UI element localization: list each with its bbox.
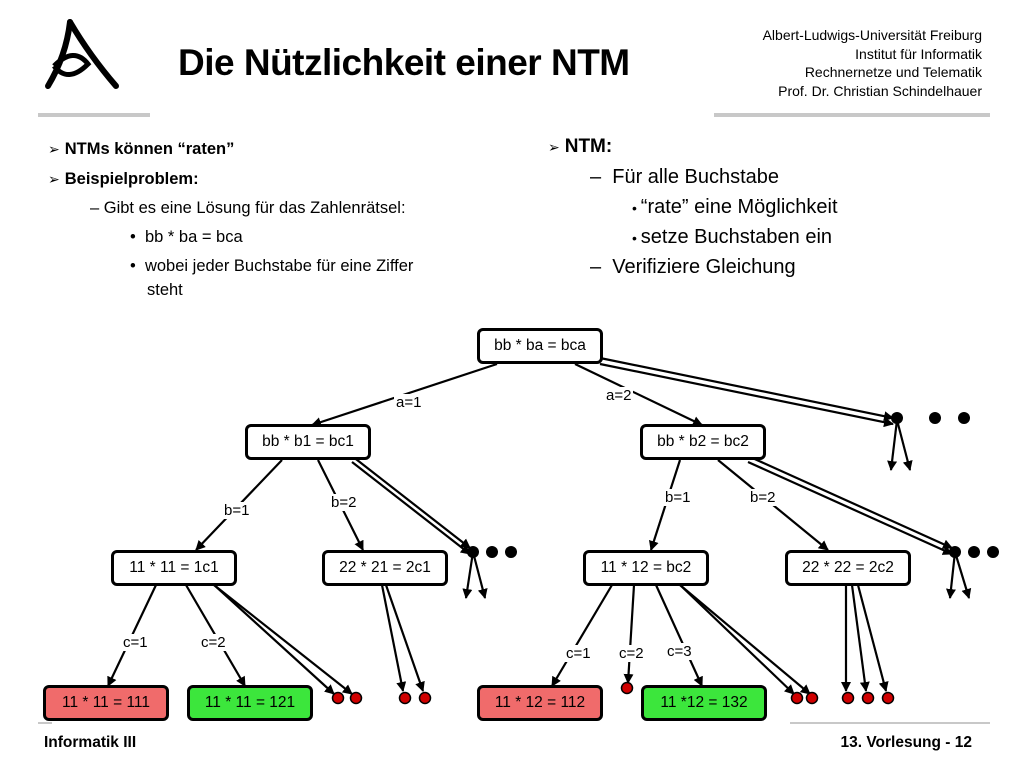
edge-label-b1-right: b=1 (663, 489, 693, 506)
footer-rule-left (38, 722, 52, 724)
continuation-dot (467, 546, 479, 558)
bullet-ntm: ➢NTM: (548, 136, 613, 157)
sub-sub-bullet-ziffer: • wobei jeder Buchstabe für eine Ziffer (130, 257, 414, 275)
sub-bullet-verifiziere: – Verifiziere Gleichung (590, 256, 796, 278)
dead-end-dot (790, 691, 804, 705)
edge-label-c1-left: c=1 (121, 634, 150, 651)
dead-end-dot (349, 691, 363, 705)
edge-label-b2-left: b=2 (329, 494, 359, 511)
edge-label-c2-left: c=2 (199, 634, 228, 651)
edge-cont-left-1 (462, 551, 475, 599)
page-title: Die Nützlichkeit einer NTM (178, 42, 630, 83)
edge-a2-more-1 (747, 454, 953, 550)
bullet-beispielproblem: ➢Beispielproblem: (48, 170, 199, 189)
edge-a1-more-2 (351, 461, 471, 555)
header-rule-right (714, 113, 990, 117)
edge-bc2-more-2 (679, 584, 811, 695)
footer-course: Informatik III (44, 734, 137, 751)
bullet-ntm-raten: ➢NTMs können “raten” (48, 140, 234, 159)
continuation-dot (949, 546, 961, 558)
tree-leaf-accepted: 11 *12 = 132 (641, 685, 767, 721)
edge-a2 (574, 363, 703, 426)
dot-bullet-icon: • (130, 257, 145, 275)
dot-bullet-icon: • (130, 228, 145, 246)
tree-node-a2-b2: 22 * 22 = 2c2 (785, 550, 911, 586)
dead-end-dot (805, 691, 819, 705)
sub-bullet-alle-buchstabe: – Für alle Buchstabe (590, 166, 780, 188)
edge-c3-right (654, 584, 704, 687)
sub-sub-bullet-rate: • “rate” eine Möglichkeit (632, 196, 838, 218)
tree-node-a2: bb * b2 = bc2 (640, 424, 766, 460)
sub-sub-bullet-steht: steht (147, 281, 183, 299)
edge-label-b2-right: b=2 (748, 489, 778, 506)
continuation-dot (958, 412, 970, 424)
university-logo (45, 19, 119, 89)
tree-leaf-rejected: 11 * 12 = 112 (477, 685, 603, 721)
arrow-bullet-icon: ➢ (48, 171, 60, 187)
edge-root-more-1 (599, 356, 894, 422)
edge-c1-right (551, 584, 613, 687)
edge-a1-more-1 (351, 455, 471, 549)
edge-2c2-more-3 (856, 584, 889, 692)
edge-label-a1: a=1 (394, 394, 424, 411)
edge-label-c2-right: c=2 (617, 645, 646, 662)
tree-node-a1: bb * b1 = bc1 (245, 424, 371, 460)
edge-cont-left-2 (471, 551, 488, 599)
edge-bc2-more-1 (677, 582, 795, 695)
sub-sub-bullet-equation: • bb * ba = bca (130, 228, 243, 246)
dead-end-dot (418, 691, 432, 705)
edge-cont-right-2 (953, 551, 972, 599)
institution-line: Institut für Informatik (855, 45, 982, 62)
edge-root-more-2 (599, 362, 894, 428)
edge-cont-right-1 (946, 551, 957, 599)
edge-a2-more-2 (747, 460, 953, 556)
edge-1c1-more-2 (213, 584, 353, 695)
continuation-dot (968, 546, 980, 558)
tree-leaf-accepted: 11 * 11 = 121 (187, 685, 313, 721)
arrow-bullet-icon: ➢ (548, 139, 560, 155)
tree-node-a1-b1: 11 * 11 = 1c1 (111, 550, 237, 586)
edge-2c1-more-1 (380, 584, 407, 692)
dead-end-dot (881, 691, 895, 705)
institution-line: Albert-Ludwigs-Universität Freiburg (762, 27, 982, 43)
edge-label-c3-right: c=3 (665, 643, 694, 660)
continuation-dot (505, 546, 517, 558)
edge-2c2-more-2 (850, 584, 870, 692)
edge-1c1-more-1 (211, 582, 335, 695)
edge-label-b1-left: b=1 (222, 502, 252, 519)
continuation-dot (987, 546, 999, 558)
footer-rule-right (790, 722, 990, 724)
edge-2c1-more-2 (384, 584, 425, 692)
institution-line: Prof. Dr. Christian Schindelhauer (778, 82, 982, 99)
dead-end-dot (398, 691, 412, 705)
tree-node-root: bb * ba = bca (477, 328, 603, 364)
edge-label-c1-right: c=1 (564, 645, 593, 662)
tree-node-a2-b1: 11 * 12 = bc2 (583, 550, 709, 586)
dot-bullet-icon: • (632, 230, 641, 246)
bullet-text: Beispielproblem: (64, 170, 199, 188)
dead-end-dot (331, 691, 345, 705)
tree-node-a1-b2: 22 * 21 = 2c1 (322, 550, 448, 586)
edge-label-a2: a=2 (604, 387, 634, 404)
sub-sub-bullet-setze: • setze Buchstaben ein (632, 226, 833, 248)
tree-leaf-rejected: 11 * 11 = 111 (43, 685, 169, 721)
dead-end-dot (620, 681, 634, 695)
bullet-text: NTMs können “raten” (64, 140, 235, 158)
dot-bullet-icon: • (632, 200, 641, 216)
footer-lecture-page: 13. Vorlesung - 12 (840, 734, 972, 751)
edge-c2-right (623, 584, 636, 684)
continuation-dot (929, 412, 941, 424)
institution-block: Albert-Ludwigs-Universität Freiburg Inst… (763, 26, 982, 100)
sub-bullet-loesung: – Gibt es eine Lösung für das Zahlenräts… (90, 199, 406, 217)
dead-end-dot (861, 691, 875, 705)
edge-cont-top-2 (895, 419, 913, 471)
header-rule-left (38, 113, 150, 117)
institution-line: Rechnernetze und Telematik (804, 64, 982, 80)
dead-end-dot (841, 691, 855, 705)
arrow-bullet-icon: ➢ (48, 141, 60, 157)
edge-cont-top-1 (887, 419, 899, 471)
continuation-dot (891, 412, 903, 424)
continuation-dot (486, 546, 498, 558)
